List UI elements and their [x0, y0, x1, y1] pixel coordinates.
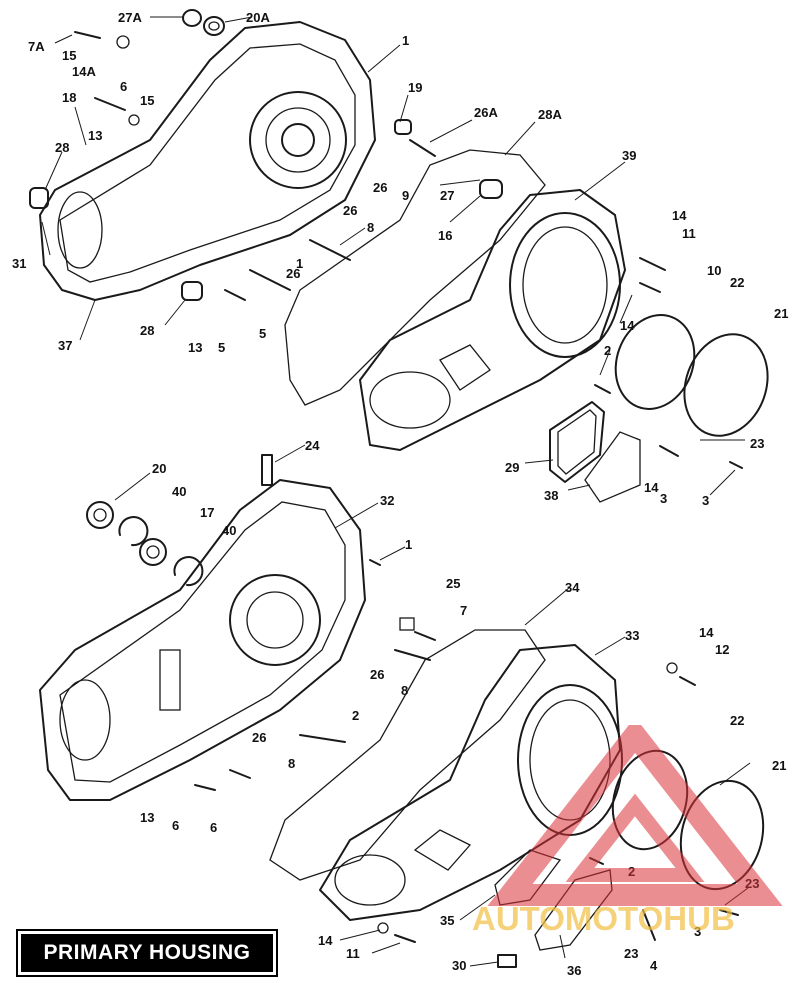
callout-label: 40: [222, 523, 236, 538]
gasket-34: [269, 629, 546, 881]
callout-label: 37: [58, 338, 72, 353]
callout-label: 15: [62, 48, 76, 63]
callout-label: 2: [604, 343, 611, 358]
callout-label: 26A: [474, 105, 498, 120]
callout-label: 6: [172, 818, 179, 833]
callout-label: 17: [200, 505, 214, 520]
callout-label: 35: [440, 913, 454, 928]
callout-label: 26: [286, 266, 300, 281]
callout-label: 29: [505, 460, 519, 475]
callout-label: 10: [707, 263, 721, 278]
callout-label: 14: [672, 208, 687, 223]
callout-label: 15: [140, 93, 154, 108]
leader-lines: [41, 16, 751, 967]
callout-label: 2: [352, 708, 359, 723]
callout-label: 36: [567, 963, 581, 978]
upper-hardware: [29, 9, 743, 469]
callout-label: 7: [460, 603, 467, 618]
lower-hardware: [86, 454, 739, 943]
outer-primary-cover-39: [359, 189, 626, 451]
callout-label: 30: [452, 958, 466, 973]
callout-label: 22: [730, 713, 744, 728]
callout-label: 32: [380, 493, 394, 508]
callout-label: 23: [745, 876, 759, 891]
callout-label: 14: [644, 480, 659, 495]
callout-label: 8: [288, 756, 295, 771]
callout-label: 13: [188, 340, 202, 355]
inspection-gasket-38: [584, 431, 641, 503]
derby-cover-35: [494, 849, 562, 906]
callout-label: 20A: [246, 10, 270, 25]
callouts-lower: 24 20 40 32 17 40 1 25 7 34 33 14 12 26 …: [140, 438, 786, 978]
o-ring-22-upper: [614, 314, 696, 410]
callout-label: 27A: [118, 10, 142, 25]
gasket-28a: [284, 149, 546, 406]
callout-label: 8: [367, 220, 374, 235]
callout-label: 23: [750, 436, 764, 451]
callout-label: 21: [774, 306, 788, 321]
inspection-cover-29: [549, 401, 605, 483]
callout-label: 26: [373, 180, 387, 195]
caption-box: PRIMARY HOUSING: [16, 929, 278, 977]
callout-label: 7A: [28, 39, 45, 54]
callout-label: 33: [625, 628, 639, 643]
inner-primary-housing-upper: [39, 21, 376, 301]
callout-label: 23: [624, 946, 638, 961]
callout-label: 14A: [72, 64, 96, 79]
derby-gasket-36: [534, 869, 613, 951]
callout-label: 9: [402, 188, 409, 203]
inner-primary-housing-32: [39, 479, 366, 801]
callout-label: 2: [628, 864, 635, 879]
callout-label: 22: [730, 275, 744, 290]
callouts-upper: 27A 20A 7A 15 14A 1 6 15 18 19 13 26A 28…: [12, 10, 788, 508]
gasket-ring-21-upper: [683, 333, 769, 437]
o-ring-22-lower: [611, 749, 689, 851]
callout-label: 19: [408, 80, 422, 95]
callout-label: 6: [120, 79, 127, 94]
callout-label: 3: [702, 493, 709, 508]
callout-label: 13: [140, 810, 154, 825]
callout-label: 1: [402, 33, 409, 48]
callout-label: 5: [259, 326, 266, 341]
callout-label: 28A: [538, 107, 562, 122]
callout-label: 14: [620, 318, 635, 333]
callout-label: 3: [694, 924, 701, 939]
callout-label: 26: [370, 667, 384, 682]
plate-30: [497, 954, 517, 968]
callout-label: 24: [305, 438, 320, 453]
callout-label: 4: [650, 958, 658, 973]
callout-label: 31: [12, 256, 26, 271]
callout-label: 27: [440, 188, 454, 203]
callout-label: 11: [682, 226, 696, 241]
callout-label: 16: [438, 228, 452, 243]
callout-label: 11: [346, 946, 360, 961]
callout-label: 25: [446, 576, 460, 591]
callout-label: 28: [55, 140, 69, 155]
outer-primary-cover-33: [319, 644, 623, 921]
callout-label: 18: [62, 90, 76, 105]
callout-label: 28: [140, 323, 154, 338]
callout-label: 38: [544, 488, 558, 503]
caption-title: PRIMARY HOUSING: [43, 941, 251, 964]
callout-label: 1: [296, 256, 303, 271]
callout-label: 14: [699, 625, 714, 640]
callout-label: 39: [622, 148, 636, 163]
callout-label: 40: [172, 484, 186, 499]
callout-label: 3: [660, 491, 667, 506]
callout-label: 26: [343, 203, 357, 218]
callout-label: 8: [401, 683, 408, 698]
callout-label: 1: [405, 537, 412, 552]
callout-label: 26: [252, 730, 266, 745]
callout-label: 21: [772, 758, 786, 773]
callout-label: 6: [210, 820, 217, 835]
callout-label: 20: [152, 461, 166, 476]
callout-label: 13: [88, 128, 102, 143]
callout-label: 34: [565, 580, 580, 595]
callout-label: 12: [715, 642, 729, 657]
callout-label: 5: [218, 340, 225, 355]
callout-label: 14: [318, 933, 333, 948]
